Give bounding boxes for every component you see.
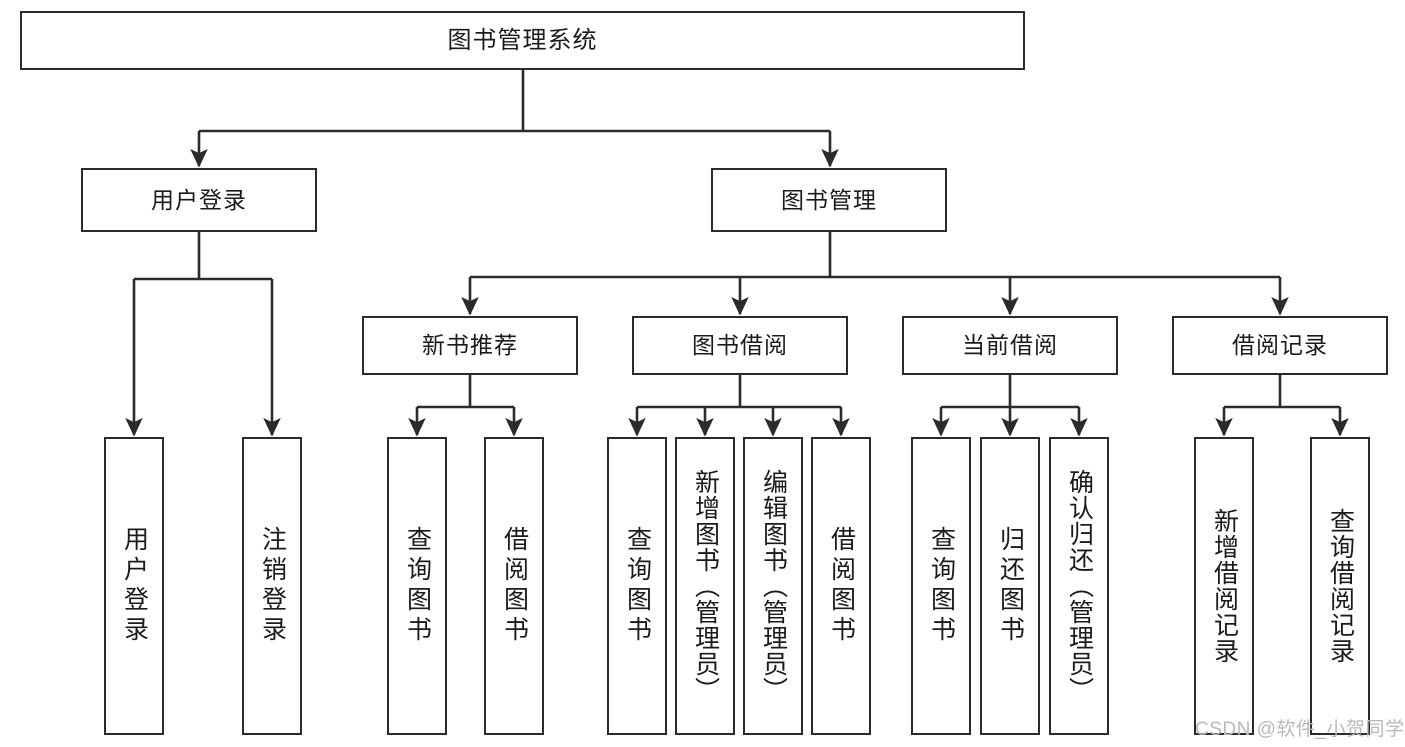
node-label: 图书管理 [781,186,877,213]
leaf-query-borrow-record[interactable]: 查询借阅记录 [1310,437,1370,735]
node-label: 借阅记录 [1232,332,1328,359]
leaf-query-book-current[interactable]: 查询图书 [911,437,971,735]
node-label: 当前借阅 [962,332,1058,359]
leaf-user-login[interactable]: 用户登录 [104,437,164,735]
node-label: 归还图书 [996,526,1025,646]
leaf-add-book-admin[interactable]: 新增图书（管理员） [675,437,735,735]
leaf-edit-book-admin[interactable]: 编辑图书（管理员） [743,437,803,735]
node-book-borrow[interactable]: 图书借阅 [632,316,848,375]
leaf-user-logout[interactable]: 注销登录 [242,437,302,735]
node-borrow-record[interactable]: 借阅记录 [1172,316,1388,375]
leaf-confirm-return-admin[interactable]: 确认归还（管理员） [1049,437,1109,735]
node-label: 确认归还（管理员） [1065,469,1094,703]
node-new-book-recommend[interactable]: 新书推荐 [362,316,578,375]
node-label: 查询借阅记录 [1326,508,1355,664]
node-label: 编辑图书（管理员） [759,469,788,703]
leaf-borrow-book-newbook[interactable]: 借阅图书 [484,437,544,735]
node-root-system[interactable]: 图书管理系统 [20,11,1025,70]
leaf-return-book[interactable]: 归还图书 [980,437,1040,735]
node-label: 查询图书 [927,526,956,646]
leaf-query-book-newbook[interactable]: 查询图书 [387,437,447,735]
node-label: 新书推荐 [422,332,518,359]
node-label: 用户登录 [120,526,149,646]
leaf-query-book-borrow[interactable]: 查询图书 [607,437,667,735]
node-label: 查询图书 [623,526,652,646]
leaf-borrow-book-borrow[interactable]: 借阅图书 [811,437,871,735]
leaf-add-borrow-record[interactable]: 新增借阅记录 [1194,437,1254,735]
node-label: 新增借阅记录 [1210,508,1239,664]
node-label: 查询图书 [403,526,432,646]
node-label: 图书借阅 [692,332,788,359]
node-current-borrow[interactable]: 当前借阅 [902,316,1118,375]
node-label: 借阅图书 [500,526,529,646]
node-book-management[interactable]: 图书管理 [711,168,947,232]
node-label: 注销登录 [258,526,287,646]
csdn-watermark: CSDN @软件_小贺同学 [1195,719,1405,740]
node-user-login[interactable]: 用户登录 [81,168,317,232]
node-label: 借阅图书 [827,526,856,646]
node-label: 用户登录 [151,186,247,213]
node-label: 新增图书（管理员） [691,469,720,703]
node-label: 图书管理系统 [447,26,598,54]
